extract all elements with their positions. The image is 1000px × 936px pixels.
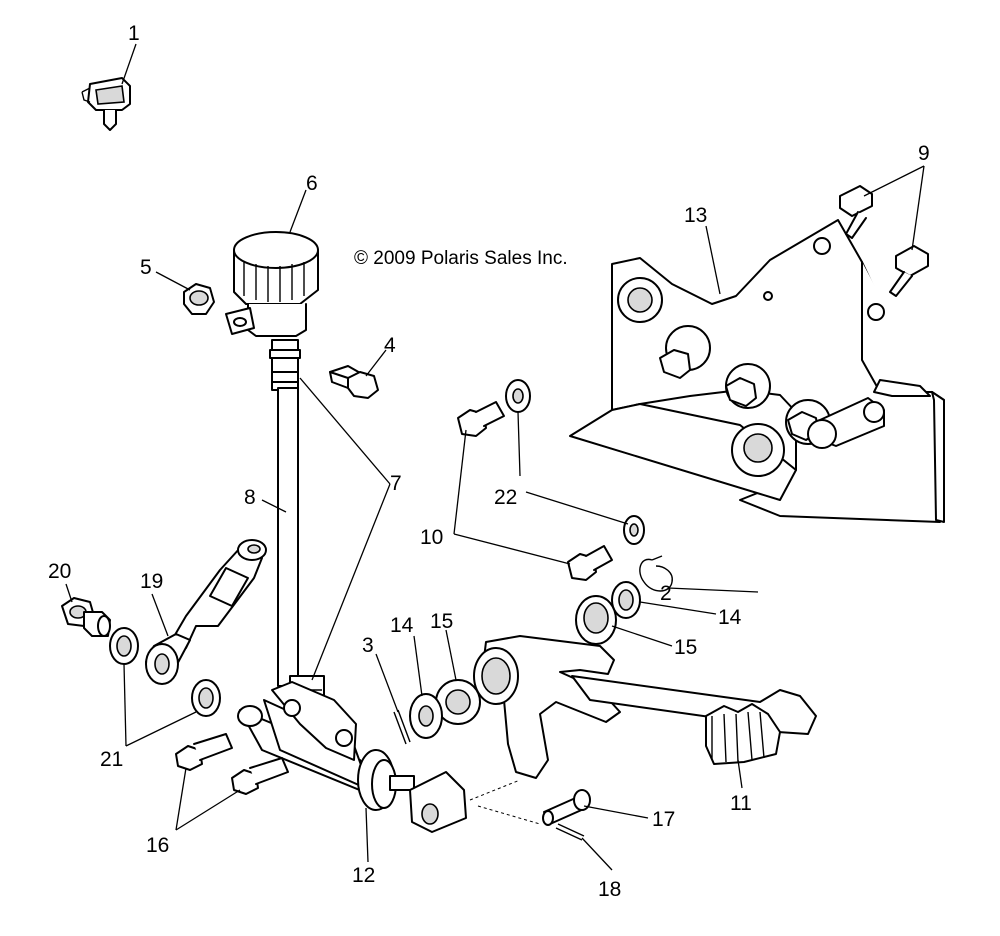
bolt-part-10 bbox=[457, 401, 613, 581]
callout-21: 21 bbox=[100, 748, 123, 771]
callout-14-right: 14 bbox=[718, 606, 742, 629]
callout-18: 18 bbox=[598, 878, 621, 901]
cotter-pin-part-3 bbox=[393, 709, 411, 745]
callout-10: 10 bbox=[420, 526, 443, 549]
bolt-part-4 bbox=[329, 365, 379, 399]
callout-7: 7 bbox=[390, 472, 402, 495]
banjo-bolt-part-20 bbox=[61, 597, 111, 637]
mounting-bracket-part-13 bbox=[569, 219, 945, 523]
bolt-part-16 bbox=[175, 733, 289, 795]
reservoir-part-6 bbox=[225, 231, 319, 337]
callout-16: 16 bbox=[146, 834, 169, 857]
cotter-pin-part-18 bbox=[555, 823, 585, 841]
callout-12: 12 bbox=[352, 864, 375, 887]
callout-8: 8 bbox=[244, 486, 256, 509]
nut-part-5 bbox=[183, 283, 215, 315]
copyright-notice: © 2009 Polaris Sales Inc. bbox=[354, 248, 568, 269]
callout-13: 13 bbox=[684, 204, 707, 227]
callout-2: 2 bbox=[660, 582, 672, 605]
bushing-part-15-right bbox=[575, 595, 617, 645]
washer-part-14-left bbox=[409, 693, 443, 739]
clevis-pin-part-17 bbox=[542, 789, 591, 826]
callout-22: 22 bbox=[494, 486, 517, 509]
callout-17: 17 bbox=[652, 808, 675, 831]
callout-11: 11 bbox=[730, 792, 752, 815]
master-cylinder-part-12 bbox=[237, 681, 467, 833]
leader-lines bbox=[65, 43, 925, 871]
assembly-dashed-line bbox=[469, 779, 541, 825]
washer-part-22 bbox=[505, 379, 645, 545]
callout-15-right: 15 bbox=[674, 636, 697, 659]
callout-1: 1 bbox=[128, 22, 140, 45]
washer-part-14-right bbox=[611, 581, 641, 619]
callout-20: 20 bbox=[48, 560, 71, 583]
callout-5: 5 bbox=[140, 256, 152, 279]
brake-pedal-part-11 bbox=[473, 635, 817, 779]
bolt-part-9 bbox=[839, 185, 929, 297]
callout-4: 4 bbox=[384, 334, 396, 357]
callout-3: 3 bbox=[362, 634, 374, 657]
callout-15-left: 15 bbox=[430, 610, 453, 633]
sealing-washer-part-21 bbox=[109, 627, 221, 717]
callout-9: 9 bbox=[918, 142, 930, 165]
callout-14-left: 14 bbox=[390, 614, 414, 637]
callout-19: 19 bbox=[140, 570, 163, 593]
callout-6: 6 bbox=[306, 172, 318, 195]
copyright-text: © 2009 Polaris Sales Inc. bbox=[354, 248, 568, 269]
hose-part-8 bbox=[269, 339, 325, 701]
bushing-part-15-left bbox=[435, 679, 481, 725]
brake-line-part-19 bbox=[145, 539, 267, 685]
hose-clip-part-1 bbox=[81, 77, 131, 131]
callout-labels: 1 2 3 4 5 6 7 8 9 10 11 12 13 14 14 15 1… bbox=[48, 22, 930, 901]
spring-clip-part-2 bbox=[639, 555, 673, 592]
